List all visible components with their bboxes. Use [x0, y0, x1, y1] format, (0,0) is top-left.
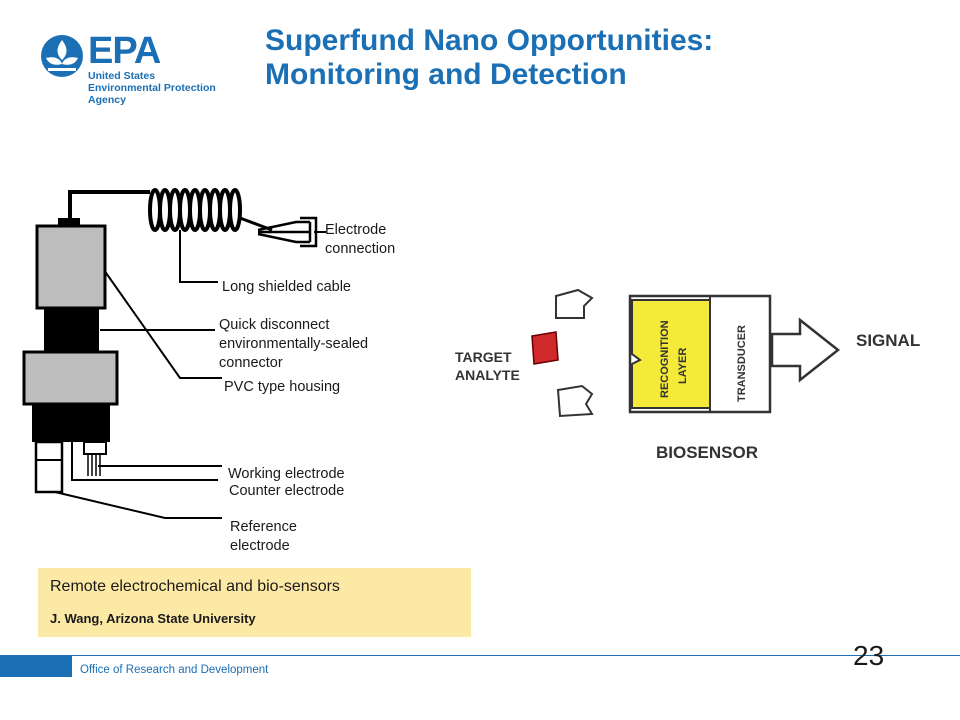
label-electrode-connection-line1: Electrode — [325, 222, 387, 238]
slide-title: Superfund Nano Opportunities: Monitoring… — [265, 24, 905, 92]
recognition-layer-box — [631, 299, 711, 409]
caption-credit: J. Wang, Arizona State University — [50, 611, 256, 626]
signal-arrow-icon — [770, 317, 841, 383]
title-line-1: Superfund Nano Opportunities: — [265, 24, 714, 57]
label-long-shielded-cable: Long shielded cable — [222, 279, 351, 295]
label-counter-electrode: Counter electrode — [229, 483, 345, 499]
title-line-2: Monitoring and Detection — [265, 58, 627, 91]
epa-flower-icon — [41, 35, 83, 77]
footer-line — [72, 655, 960, 656]
receptor-block-top — [555, 288, 594, 319]
label-reference-electrode: Reference electrode — [230, 518, 297, 556]
page-number: 23 — [853, 640, 885, 671]
leader-lines — [54, 230, 326, 519]
receptor-block-bottom — [556, 384, 594, 418]
target-label-2: ANALYTE — [455, 367, 520, 383]
label-reference-electrode-line1: Reference — [230, 519, 297, 535]
transducer-label: TRANSDUCER — [736, 325, 748, 402]
caption-box: Remote electrochemical and bio-sensors J… — [38, 568, 471, 637]
label-quick-disconnect-line3: connector — [219, 355, 283, 371]
label-electrode-connection-line2: connection — [325, 241, 396, 257]
caption-main: Remote electrochemical and bio-sensors — [50, 578, 340, 595]
label-quick-disconnect-line1: Quick disconnect — [219, 317, 330, 333]
target-label-1: TARGET — [455, 349, 512, 365]
biosensor-label: BIOSENSOR — [656, 443, 758, 462]
electrode-plug — [257, 216, 318, 248]
label-quick-disconnect: Quick disconnect environmentally-sealed … — [219, 316, 368, 373]
logo-line-1: United States — [88, 70, 156, 82]
logo-line-2: Environmental Protection — [88, 82, 216, 94]
label-working-electrode: Working electrode — [228, 466, 345, 482]
epa-logo: EPA United States Environmental Protecti… — [40, 30, 240, 125]
electrochemical-sensor-diagram — [22, 188, 326, 519]
logo-line-3: Agency — [88, 94, 126, 106]
biosensor-diagram: TARGET ANALYTE RECOGNITION LAYER TRANSDU… — [455, 288, 920, 462]
label-quick-disconnect-line2: environmentally-sealed — [219, 336, 369, 352]
recognition-label-1: RECOGNITION — [659, 320, 671, 398]
cable-coil — [148, 188, 242, 232]
analyte-shape — [531, 331, 559, 365]
recognition-label-2: LAYER — [677, 348, 689, 384]
footer-bar — [0, 655, 72, 677]
logo-letters: EPA — [88, 30, 161, 72]
signal-label: SIGNAL — [856, 331, 920, 350]
footer-org: Office of Research and Development — [80, 664, 269, 676]
label-electrode-connection: Electrode connection — [325, 221, 395, 259]
label-reference-electrode-line2: electrode — [230, 538, 290, 554]
label-pvc-housing: PVC type housing — [224, 379, 341, 395]
